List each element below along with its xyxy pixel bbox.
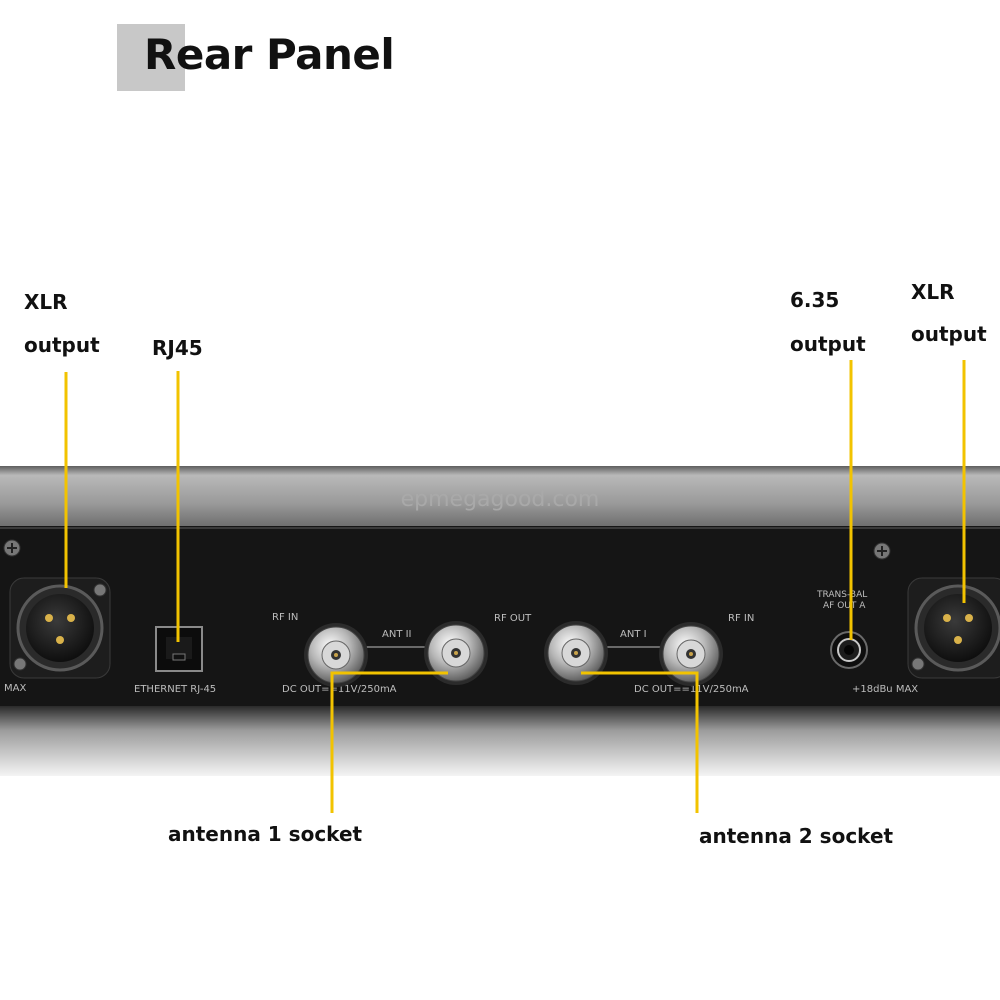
max-label-left: MAX: [4, 683, 26, 694]
rf-out-label: RF OUT: [494, 613, 532, 624]
xlr-output-left-connector[interactable]: [9, 577, 111, 679]
dc-out-right-label: DC OUT==11V/250mA: [634, 684, 749, 695]
xlr-right-label-line2: output: [911, 322, 987, 346]
rf-in-right-label: RF IN: [728, 613, 754, 624]
rj45-label: RJ45: [152, 336, 203, 360]
rear-panel-face: [0, 526, 1000, 708]
panel-screw-right: [873, 542, 891, 560]
chassis-top-edge: [0, 466, 1000, 528]
bnc-rf-in-ant-i-connector[interactable]: [659, 622, 723, 686]
jack-635-label-line2: output: [790, 332, 866, 356]
chassis-bottom-edge: [0, 706, 1000, 776]
af-out-label: AF OUT A: [823, 601, 866, 611]
xlr-left-label-line2: output: [24, 333, 100, 357]
callout-lines: [64, 360, 966, 813]
ant-i-label: ANT I: [620, 629, 647, 640]
bnc-rf-out-ant-ii-connector[interactable]: [424, 621, 488, 685]
dc-out-left-label: DC OUT==11V/250mA: [282, 684, 397, 695]
page-title: Rear Panel: [144, 30, 395, 79]
panel-screw-left: [3, 539, 21, 557]
bnc-rf-out-ant-i-connector[interactable]: [544, 621, 608, 685]
bnc-rf-in-ant-ii-connector[interactable]: [304, 623, 368, 687]
ant-ii-label: ANT II: [382, 629, 412, 640]
ethernet-label: ETHERNET RJ-45: [134, 684, 216, 695]
antenna-1-socket-label: antenna 1 socket: [168, 822, 363, 846]
watermark-text: epmegagood.com: [401, 487, 600, 512]
xlr-right-label-line1: XLR: [911, 280, 955, 304]
trans-bal-label: TRANS-BAL: [816, 590, 867, 600]
xlr-output-right-connector[interactable]: [907, 577, 1000, 679]
rf-in-left-label: RF IN: [272, 612, 298, 623]
dbu-max-label: +18dBu MAX: [852, 684, 918, 695]
jack-635-label-line1: 6.35: [790, 288, 840, 312]
title-highlight-block: [117, 24, 185, 91]
jack-635-output-socket[interactable]: [830, 631, 868, 669]
antenna-2-socket-label: antenna 2 socket: [699, 824, 894, 848]
xlr-left-label-line1: XLR: [24, 290, 68, 314]
